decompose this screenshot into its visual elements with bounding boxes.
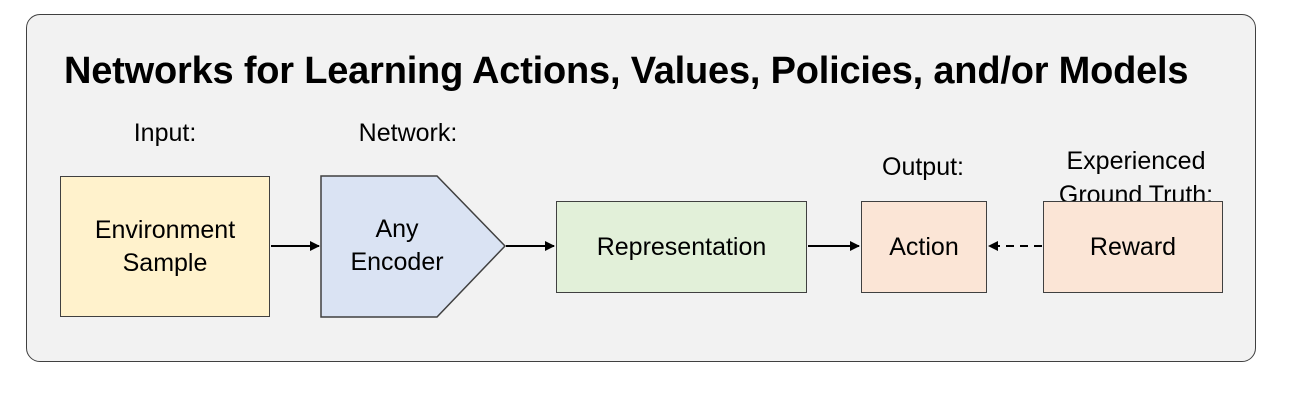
environment-sample-box: Environment Sample	[60, 176, 270, 317]
reward-box: Reward	[1043, 201, 1223, 293]
environment-sample-text: Environment Sample	[94, 215, 236, 277]
encoder-text: Any Encoder	[350, 215, 444, 276]
representation-text: Representation	[596, 232, 767, 261]
network-label: Network:	[358, 119, 458, 147]
reward-text: Reward	[1089, 232, 1177, 261]
output-label: Output:	[882, 153, 964, 181]
action-box: Action	[861, 201, 987, 293]
diagram-title: Networks for Learning Actions, Values, P…	[64, 50, 1189, 92]
input-label: Input:	[133, 119, 197, 147]
action-text: Action	[889, 232, 959, 261]
representation-box: Representation	[556, 201, 807, 293]
